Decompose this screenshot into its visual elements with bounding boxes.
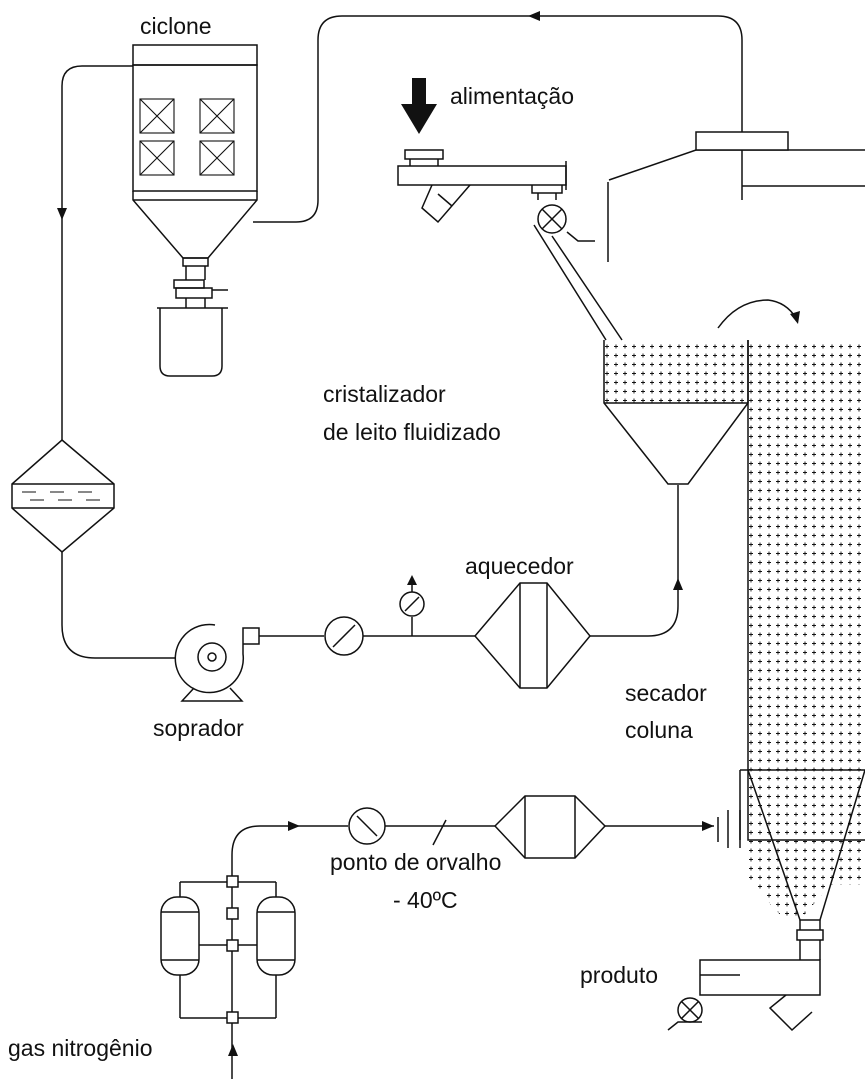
label-produto: produto xyxy=(580,962,658,988)
label-alimentacao: alimentação xyxy=(450,83,574,109)
label-ponto-1: ponto de orvalho xyxy=(330,849,501,875)
label-ponto-2: - 40ºC xyxy=(393,887,458,913)
label-ciclone: ciclone xyxy=(140,13,212,39)
feed-conveyor xyxy=(397,78,623,341)
blower xyxy=(174,623,260,702)
cyclone xyxy=(132,44,258,377)
main-gas-line xyxy=(259,485,683,656)
crystallizer xyxy=(603,299,800,485)
label-soprador: soprador xyxy=(153,715,244,741)
label-cristalizador-2: de leito fluidizado xyxy=(323,419,501,445)
label-aquecedor: aquecedor xyxy=(465,553,574,579)
heater xyxy=(474,582,591,689)
label-cristalizador-1: cristalizador xyxy=(323,381,446,407)
label-gas-nitrogenio: gas nitrogênio xyxy=(8,1035,153,1061)
label-secador-2: coluna xyxy=(625,717,693,743)
top-gas-return-line xyxy=(253,11,743,223)
filter xyxy=(11,439,115,553)
drying-column xyxy=(607,131,865,1032)
nitrogen-line xyxy=(160,795,714,1079)
label-secador-1: secador xyxy=(625,680,707,706)
left-recycle-line xyxy=(57,65,182,659)
